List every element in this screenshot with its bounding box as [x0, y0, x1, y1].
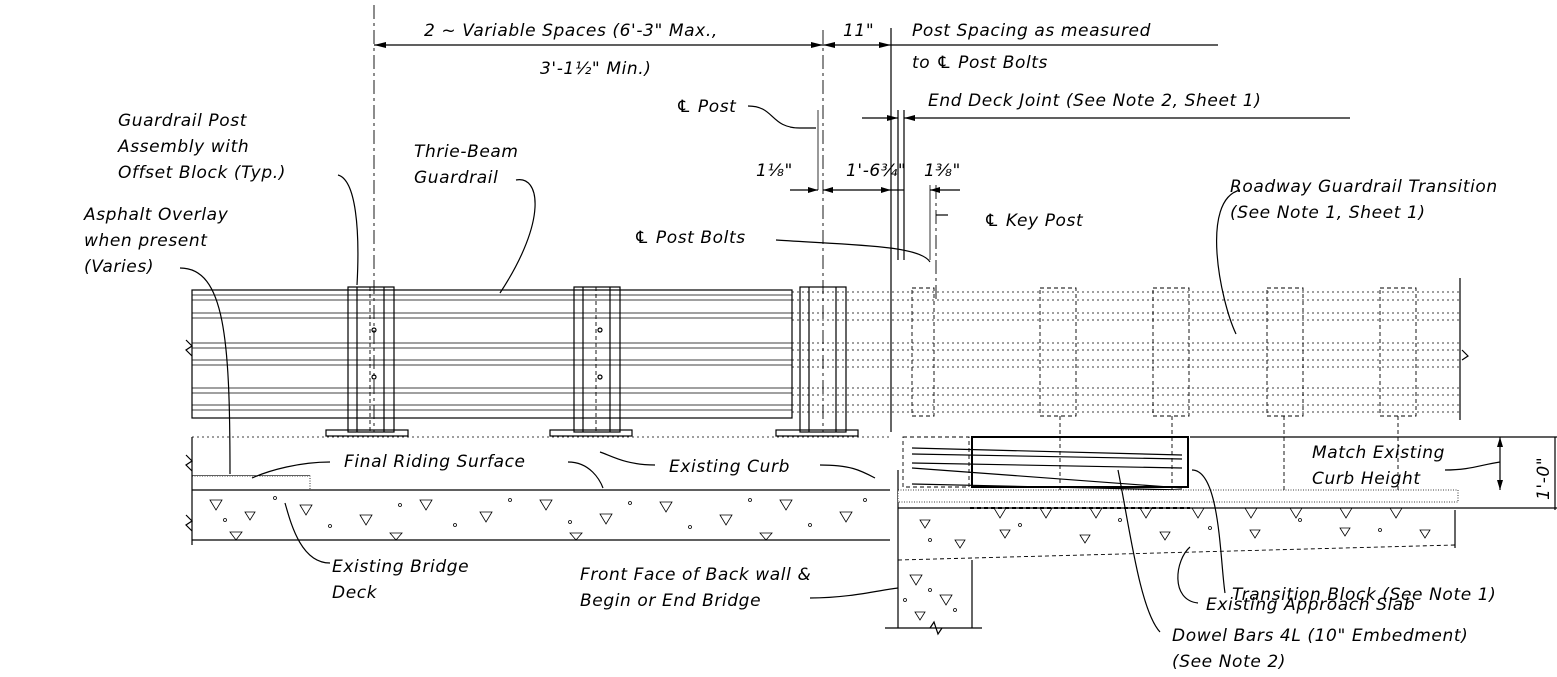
label-roadway-transition-line1: Roadway Guardrail Transition	[1230, 177, 1498, 197]
label-dim-1-3-8: 1⅜"	[924, 161, 961, 181]
label-asphalt-line1: Asphalt Overlay	[83, 205, 229, 225]
label-guardrail-post-line1: Guardrail Post	[118, 111, 248, 131]
transition-block	[897, 436, 1557, 561]
label-cl-post-bolts: ℄ Post Bolts	[634, 228, 746, 248]
label-dim-1-1-8: 1⅛"	[756, 161, 793, 181]
label-existing-deck-line2: Deck	[332, 583, 378, 603]
label-asphalt-line2: when present	[84, 231, 208, 251]
label-dowel-bars-line1: Dowel Bars 4L (10" Embedment)	[1172, 626, 1468, 646]
label-end-deck-joint: End Deck Joint (See Note 2, Sheet 1)	[928, 91, 1261, 111]
label-front-face-line1: Front Face of Back wall &	[580, 565, 811, 585]
label-cl-key-post: ℄ Key Post	[984, 211, 1084, 231]
thrie-beam-continuation	[792, 278, 1469, 490]
bridge-deck	[185, 436, 890, 545]
label-guardrail-post-line3: Offset Block (Typ.)	[118, 163, 286, 183]
label-post-spacing-line1: Post Spacing as measured	[912, 21, 1151, 41]
label-dowel-bars-line2: (See Note 2)	[1172, 652, 1286, 672]
label-cl-post: ℄ Post	[676, 97, 737, 117]
label-existing-curb: Existing Curb	[669, 457, 790, 477]
label-variable-spaces-line2: 3'-1½" Min.)	[540, 59, 652, 79]
dimension-lines	[373, 5, 1350, 432]
label-roadway-transition-line2: (See Note 1, Sheet 1)	[1230, 203, 1426, 223]
label-final-riding-surface: Final Riding Surface	[344, 452, 526, 472]
thrie-beam-guardrail	[185, 289, 793, 419]
label-front-face-line2: Begin or End Bridge	[580, 591, 761, 611]
label-transition-block: Transition Block (See Note 1)	[1232, 585, 1496, 605]
label-match-curb-line2: Curb Height	[1312, 469, 1421, 489]
label-existing-deck-line1: Existing Bridge	[332, 557, 469, 577]
label-guardrail-post-line2: Assembly with	[117, 137, 249, 157]
label-existing-approach-slab: Existing Approach Slab	[1206, 595, 1415, 615]
label-asphalt-line3: (Varies)	[84, 257, 154, 277]
label-dim-1-6-3-4: 1'-6¾"	[846, 161, 906, 181]
label-dim-11: 11"	[843, 21, 874, 41]
label-dim-1-0: 1'-0"	[1534, 457, 1554, 500]
label-post-spacing-line2: to ℄ Post Bolts	[912, 53, 1048, 73]
labels: 2 ~ Variable Spaces (6'-3" Max., 3'-1½" …	[83, 21, 1554, 672]
label-thrie-beam-line2: Guardrail	[414, 168, 498, 188]
label-match-curb-line1: Match Existing	[1312, 443, 1445, 463]
label-thrie-beam-line1: Thrie-Beam	[414, 142, 519, 162]
leader-lines	[179, 105, 1501, 633]
guardrail-posts	[325, 286, 859, 437]
label-variable-spaces-line1: 2 ~ Variable Spaces (6'-3" Max.,	[424, 21, 718, 41]
